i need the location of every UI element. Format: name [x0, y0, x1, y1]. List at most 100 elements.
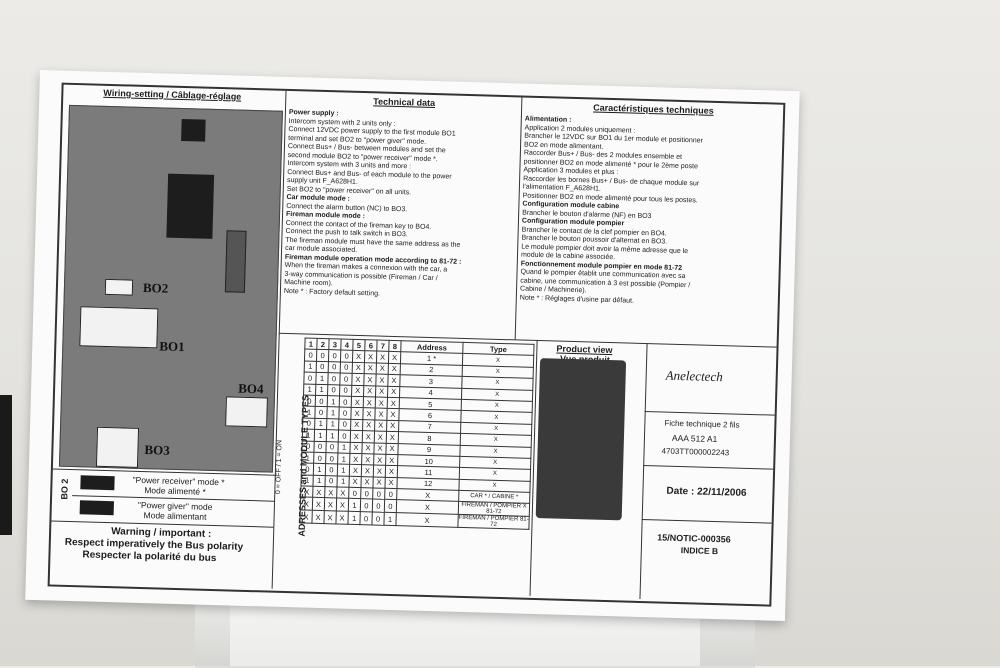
table-cell: 1 — [304, 360, 317, 373]
circuit-board-drawing: BO2 BO1 BO4 BO3 — [58, 104, 283, 473]
table-cell: X — [385, 454, 398, 466]
table-cell: 0 — [324, 475, 338, 488]
table-cell: X — [350, 407, 364, 420]
table-cell: 0 — [301, 463, 314, 475]
table-cell: X — [311, 510, 325, 525]
table-cell: 1 — [336, 475, 350, 488]
bo2-side-label: BO 2 — [59, 478, 70, 500]
table-cell: 0 — [315, 395, 328, 407]
technical-data-heading: Technical data — [373, 96, 436, 109]
table-cell: 0 — [325, 463, 338, 476]
technical-data-text: Power supply :Intercom system with 2 uni… — [284, 109, 466, 301]
sheet-type: Fiche technique 2 fils — [664, 418, 740, 430]
table-cell: X — [361, 442, 375, 454]
intercom-module-photo — [535, 358, 627, 521]
table-cell: 0 — [316, 349, 329, 362]
table-cell: 0 — [340, 350, 353, 363]
table-cell: 1 — [301, 451, 314, 464]
table-cell: X — [386, 408, 400, 421]
instruction-sheet: Wiring-setting / Câblage-réglage BO2 BO1… — [25, 70, 800, 622]
table-cell: 0 — [340, 361, 353, 374]
table-cell: 0 — [348, 487, 361, 500]
table-cell: X — [361, 464, 374, 477]
table-cell: X — [375, 396, 388, 409]
table-cell: 0 — [327, 372, 341, 385]
table-cell: 1 — [337, 441, 351, 454]
table-cell: X — [336, 487, 349, 499]
table-cell: 0 — [338, 407, 352, 420]
table-cell: X — [388, 351, 401, 364]
table-cell: X — [387, 374, 401, 387]
table-cell: 1 — [337, 452, 350, 465]
table-cell: 0 — [360, 487, 373, 500]
bo2-label: BO2 — [142, 279, 169, 296]
reference: AAA 512 A1 — [671, 432, 718, 445]
table-cell: X — [384, 476, 398, 489]
table-header-cell: 1 — [304, 338, 318, 350]
table-cell: X — [395, 513, 459, 528]
table-cell: X — [349, 453, 362, 465]
dip-switch — [224, 230, 247, 293]
table-cell: 1 — [326, 406, 340, 419]
table-cell: 0 — [328, 361, 341, 374]
table-cell: 1 — [327, 395, 340, 408]
table-cell: X — [374, 419, 387, 432]
table-cell: X — [300, 497, 313, 511]
table-cell: X — [361, 453, 374, 466]
table-header-cell: 7 — [376, 340, 390, 352]
bo4-terminals — [225, 396, 268, 428]
table-cell: X — [323, 511, 337, 525]
table-header-cell: 6 — [364, 339, 378, 352]
table-cell: X — [372, 476, 386, 489]
table-cell: X — [324, 498, 337, 512]
table-header-cell: 4 — [340, 339, 354, 351]
table-cell: 0 — [338, 418, 351, 431]
table-cell: X — [385, 442, 399, 455]
bo2-jumper — [104, 278, 134, 296]
table-cell: 0 — [313, 440, 327, 453]
table-cell: 0 — [339, 373, 353, 385]
table-cell: X — [299, 510, 313, 524]
divider — [639, 343, 648, 599]
table-cell: X — [312, 497, 325, 512]
table-cell: X — [362, 419, 375, 432]
table-cell: X — [364, 351, 377, 363]
divider — [643, 464, 774, 470]
table-cell: 1 — [300, 474, 314, 487]
table-cell: X — [349, 464, 362, 477]
dark-object-edge — [0, 395, 12, 535]
bo1-label: BO1 — [159, 338, 185, 355]
bo3-terminals — [95, 426, 140, 468]
table-cell: X — [373, 465, 386, 477]
table-cell: 1 — [348, 498, 361, 513]
table-cell: 1 — [302, 429, 315, 441]
table-cell: X — [351, 373, 365, 386]
table-cell: X — [386, 420, 399, 432]
giver-jumper-icon — [79, 500, 114, 516]
bo3-label: BO3 — [144, 442, 170, 458]
table-cell: 0 — [314, 406, 328, 419]
table-cell: 0 — [339, 395, 352, 408]
indice: INDICE B — [680, 545, 719, 557]
table-cell: FIREMAN / POMPIER 81-72 — [457, 514, 530, 530]
table-cell: 1 — [326, 418, 339, 431]
table-cell: 0 — [371, 512, 385, 526]
table-cell: X — [376, 351, 389, 364]
table-cell: X — [388, 363, 401, 375]
divider — [641, 518, 772, 524]
warning-fr: Respecter la polarité du bus — [82, 549, 217, 565]
table-cell: X — [375, 374, 389, 386]
table-cell: X — [363, 396, 376, 409]
table-cell: X — [351, 396, 364, 408]
table-cell: X — [348, 475, 362, 488]
table-cell: 1 — [347, 511, 361, 526]
table-cell: X — [374, 431, 387, 443]
table-cell: 0 — [372, 499, 385, 513]
table-cell: 1 — [303, 383, 316, 396]
table-cell: X — [374, 408, 388, 421]
table-cell: X — [373, 453, 386, 466]
table-cell: X — [350, 430, 363, 443]
table-cell: 0 — [301, 440, 315, 453]
table-cell: 1 — [326, 429, 339, 442]
